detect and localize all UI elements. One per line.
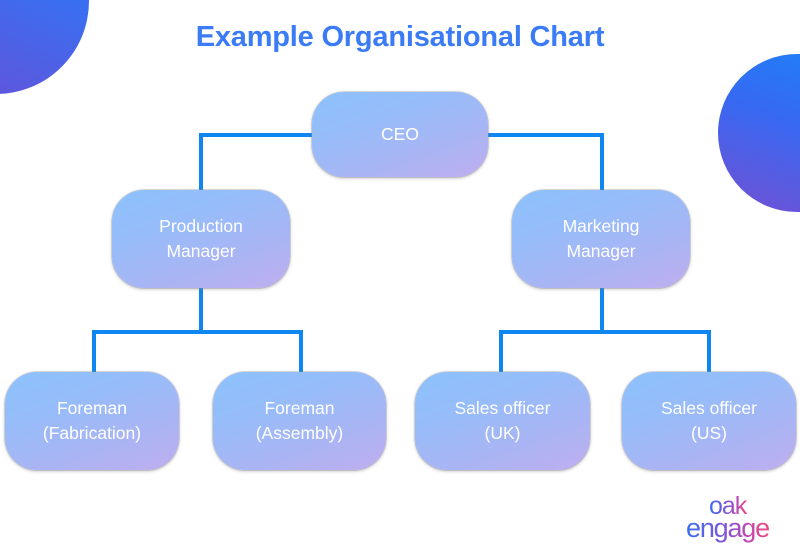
org-node-foreman-fabrication[interactable]: Foreman (Fabrication) xyxy=(5,372,179,470)
org-node-label: Sales officer (UK) xyxy=(454,398,551,443)
logo-text-oak: oak xyxy=(709,492,748,520)
org-node-label: Sales officer (US) xyxy=(661,398,757,443)
connector-ceo-left-horizontal xyxy=(199,133,312,137)
org-node-label: CEO xyxy=(381,124,419,145)
decorative-circle-right xyxy=(718,54,800,212)
oak-engage-logo: oak engage xyxy=(686,492,770,543)
org-node-foreman-assembly[interactable]: Foreman (Assembly) xyxy=(213,372,386,470)
org-node-label: Production Manager xyxy=(159,216,243,261)
connector-production-horizontal xyxy=(92,330,303,334)
connector-production-drop xyxy=(199,286,203,334)
connector-marketing-to-sales-us xyxy=(707,330,711,374)
org-node-label: Foreman (Assembly) xyxy=(255,398,344,443)
org-node-production-manager[interactable]: Production Manager xyxy=(112,190,290,288)
org-node-label: Foreman (Fabrication) xyxy=(42,398,142,443)
org-node-ceo[interactable]: CEO xyxy=(312,92,488,177)
connector-production-to-foreman-fabrication xyxy=(92,330,96,374)
connector-ceo-right-horizontal xyxy=(488,133,604,137)
connector-ceo-to-marketing xyxy=(600,133,604,192)
org-node-sales-officer-uk[interactable]: Sales officer (UK) xyxy=(415,372,590,470)
org-node-sales-officer-us[interactable]: Sales officer (US) xyxy=(622,372,796,470)
connector-marketing-horizontal xyxy=(499,330,711,334)
logo-text-engage: engage xyxy=(686,513,769,543)
connector-marketing-drop xyxy=(600,286,604,334)
connector-marketing-to-sales-uk xyxy=(499,330,503,374)
org-node-label: Marketing Manager xyxy=(562,216,640,261)
org-node-marketing-manager[interactable]: Marketing Manager xyxy=(512,190,690,288)
page-title: Example Organisational Chart xyxy=(195,21,605,53)
connector-ceo-to-production xyxy=(199,133,203,192)
connector-production-to-foreman-assembly xyxy=(299,330,303,374)
